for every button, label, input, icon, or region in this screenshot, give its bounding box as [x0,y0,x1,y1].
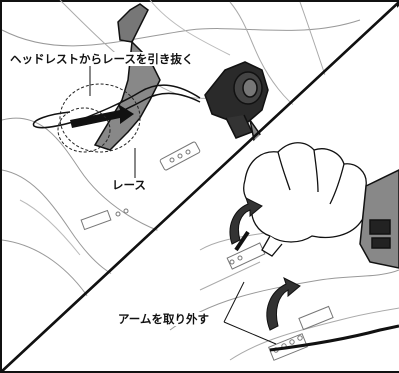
callout-pull-lace: ヘッドレストからレースを引き抜く [8,52,196,66]
bottom-panel [169,230,399,361]
callout-lace: レース [110,178,148,192]
rotation-arrows [229,197,301,331]
arm-leader-lines [223,281,277,345]
pull-arrow [70,104,134,128]
leader-lines [89,66,136,180]
arm-bracket [359,169,399,269]
detail-circles [57,83,141,153]
callout-remove-arm: アームを取り外す [116,312,211,326]
hand-illustration [243,142,373,257]
